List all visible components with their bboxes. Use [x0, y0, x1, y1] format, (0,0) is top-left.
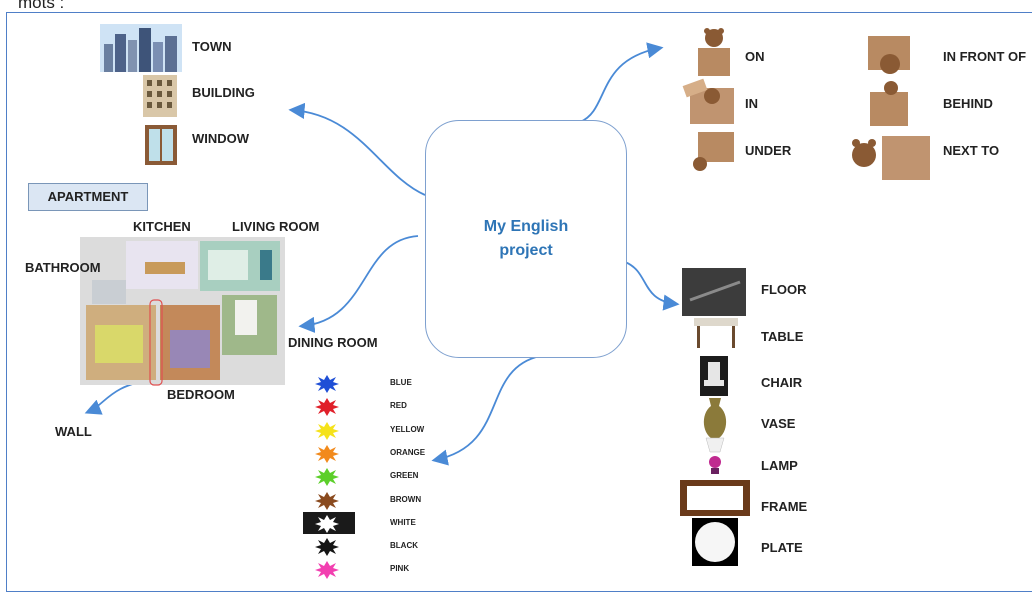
color-label-pink: PINK: [390, 564, 410, 574]
arrow-to-places: [288, 102, 426, 196]
color-label-green: GREEN: [390, 471, 419, 481]
label-next-to: NEXT TO: [943, 143, 1000, 158]
color-splash-green: [315, 468, 339, 487]
label-in-front-of: IN FRONT OF: [943, 49, 1027, 64]
color-splash-orange: [315, 444, 339, 463]
arrow-to-furniture: [624, 261, 680, 311]
color-splash-black: [315, 538, 339, 557]
label-chair: CHAIR: [761, 375, 803, 390]
label-wall: WALL: [55, 424, 92, 439]
arrow-to-prepositions: [579, 42, 664, 123]
chair-image: [700, 356, 728, 396]
color-splash-brown: [315, 491, 339, 510]
frame-image: [680, 480, 750, 516]
color-label-yellow: YELLOW: [390, 424, 425, 434]
table-image: [694, 318, 738, 348]
label-on: ON: [745, 49, 765, 64]
label-lamp: LAMP: [761, 458, 798, 473]
label-table: TABLE: [761, 329, 804, 344]
floor-image: [682, 268, 746, 316]
label-in: IN: [745, 96, 758, 111]
next-to-image: [852, 136, 930, 180]
arrow-to-apartment: [298, 235, 419, 333]
vase-image: [703, 398, 727, 440]
behind-image: [870, 81, 908, 126]
color-label-black: BLACK: [390, 541, 418, 551]
label-window: WINDOW: [192, 131, 250, 146]
label-behind: BEHIND: [943, 96, 993, 111]
center-title: My English project: [483, 218, 569, 259]
building-image: [143, 75, 177, 117]
label-plate: PLATE: [761, 540, 803, 555]
label-under: UNDER: [745, 143, 792, 158]
label-frame: FRAME: [761, 499, 808, 514]
label-dining-room: DINING ROOM: [288, 335, 378, 350]
plate-image: [692, 518, 738, 566]
page-caption: mots :: [18, 0, 65, 12]
window-image: [145, 125, 177, 165]
color-splash-white: [303, 511, 355, 534]
color-label-orange: ORANGE: [390, 447, 426, 457]
color-label-red: RED: [390, 401, 407, 411]
label-vase: VASE: [761, 416, 796, 431]
color-label-blue: BLUE: [390, 378, 412, 387]
in-front-of-image: [868, 36, 910, 74]
arrow-to-colors: [431, 355, 541, 466]
color-splash-blue: [315, 375, 339, 393]
in-image: [682, 78, 734, 124]
color-splash-yellow: [315, 421, 339, 440]
color-label-white: WHITE: [390, 517, 416, 527]
apartment-title: APARTMENT: [47, 189, 129, 204]
label-kitchen: KITCHEN: [133, 219, 191, 234]
color-splash-red: [315, 398, 339, 417]
color-splash-pink: [315, 561, 339, 580]
label-town: TOWN: [192, 39, 232, 54]
under-image: [693, 132, 734, 171]
apartment-box: APARTMENT: [28, 183, 148, 211]
label-bedroom: BEDROOM: [167, 387, 235, 402]
on-image: [698, 28, 730, 76]
center-node: My English project: [425, 120, 627, 358]
label-floor: FLOOR: [761, 282, 807, 297]
town-image: [100, 24, 182, 72]
label-building: BUILDING: [192, 85, 255, 100]
label-living-room: LIVING ROOM: [232, 219, 320, 234]
label-bathroom: BATHROOM: [25, 260, 101, 275]
lamp-image: [705, 437, 725, 474]
color-label-brown: BROWN: [390, 494, 422, 504]
